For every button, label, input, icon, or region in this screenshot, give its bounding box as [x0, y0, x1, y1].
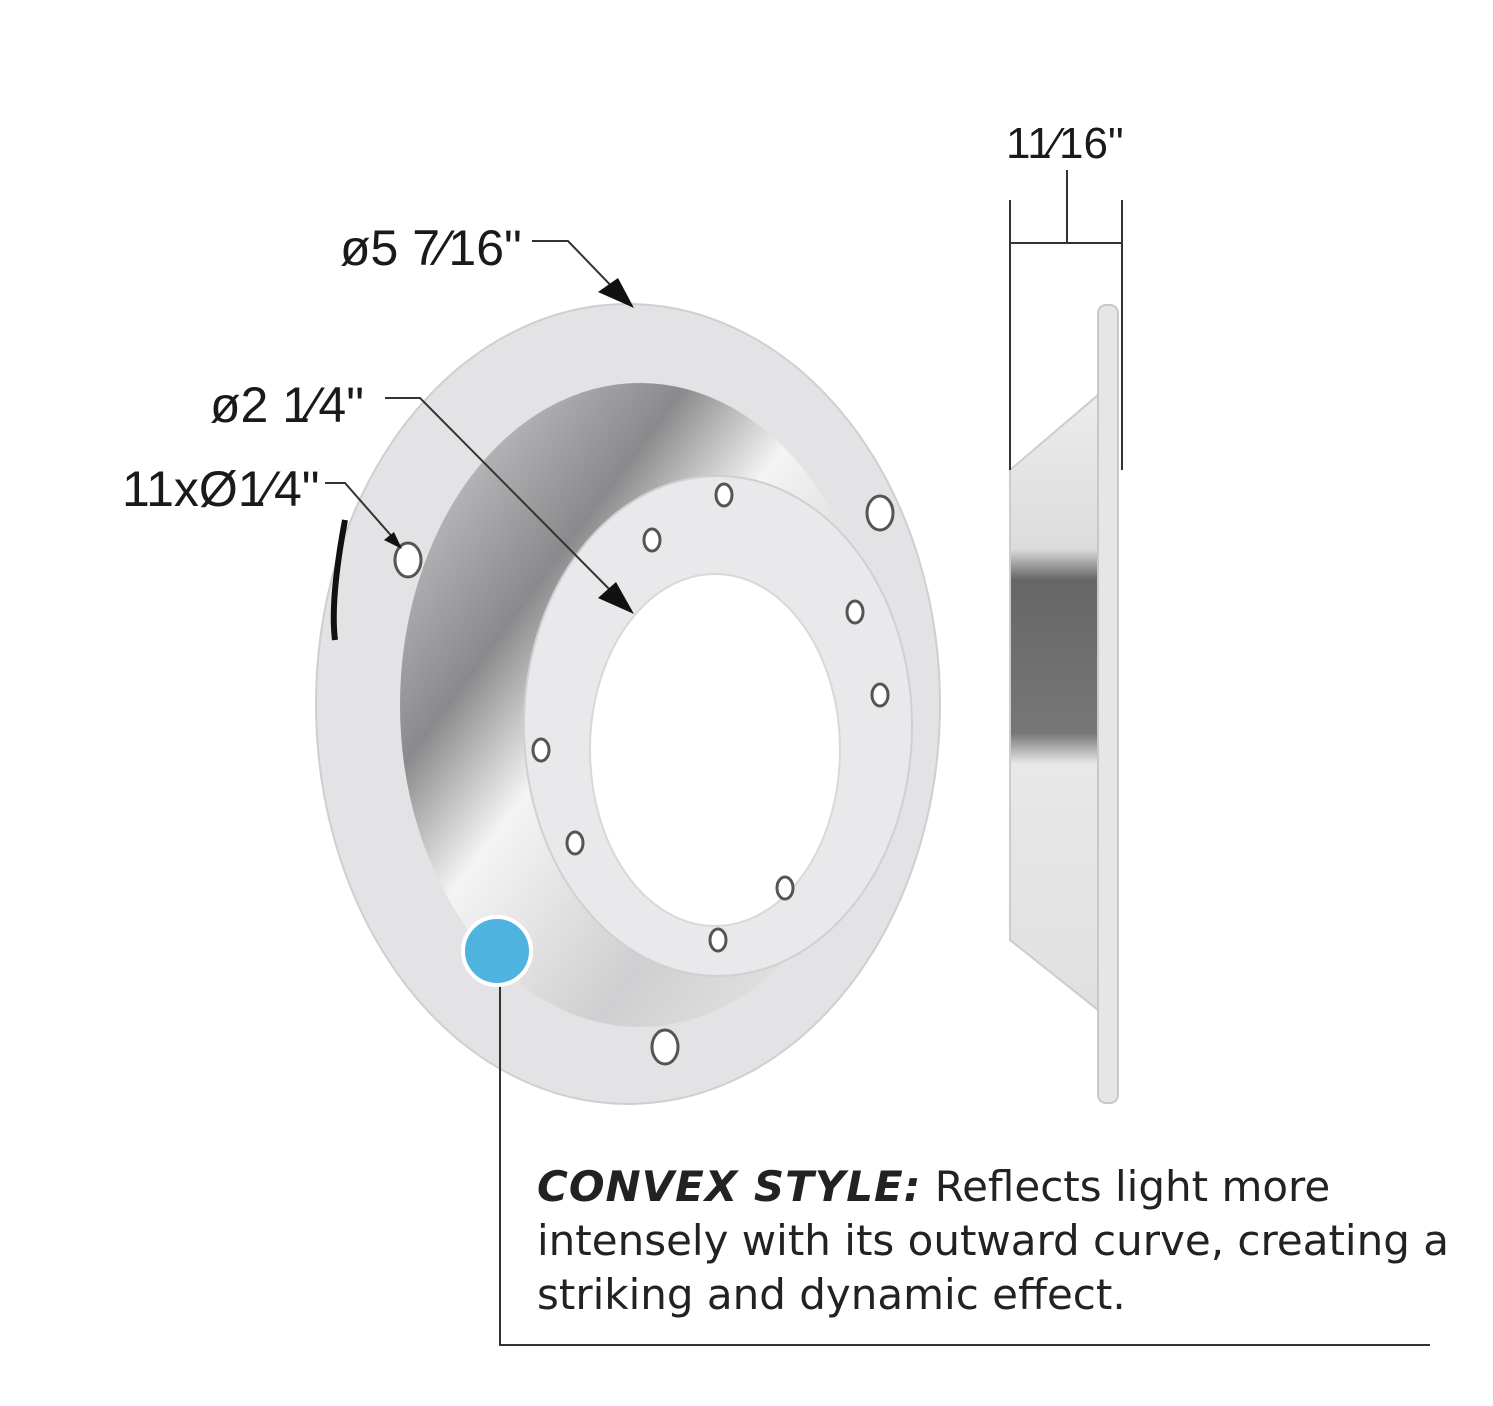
- hole: [870, 682, 890, 708]
- hole: [775, 875, 795, 901]
- hole: [642, 527, 662, 553]
- front-view: [315, 303, 941, 1105]
- style-marker: [461, 915, 533, 987]
- hole: [531, 737, 551, 763]
- hole: [845, 599, 865, 625]
- dimension-lines: [325, 170, 1430, 1346]
- flange-edge-shadow: [330, 519, 348, 641]
- style-description: CONVEX STYLE: Reflects light more intens…: [537, 1160, 1467, 1322]
- outer-diameter-label: ø5 7⁄16": [340, 220, 522, 276]
- arrowheads: [384, 278, 634, 614]
- side-flange: [1097, 304, 1119, 1104]
- center-hole: [589, 573, 841, 927]
- depth-label: 11⁄16": [1006, 119, 1124, 168]
- hole: [865, 494, 895, 532]
- style-text: Reflects light more intensely with its o…: [537, 1162, 1449, 1319]
- hole: [714, 482, 734, 508]
- inner-diameter-label: ø2 1⁄4": [210, 377, 364, 433]
- hole: [393, 541, 423, 579]
- hole: [650, 1028, 680, 1066]
- mounting-holes: [393, 482, 895, 1066]
- hole: [565, 830, 585, 856]
- side-view: [1009, 304, 1119, 1104]
- side-cone: [1009, 392, 1099, 1013]
- holes-label: 11xØ1⁄4": [122, 461, 320, 517]
- hole: [708, 927, 728, 953]
- style-label: CONVEX STYLE:: [537, 1162, 922, 1211]
